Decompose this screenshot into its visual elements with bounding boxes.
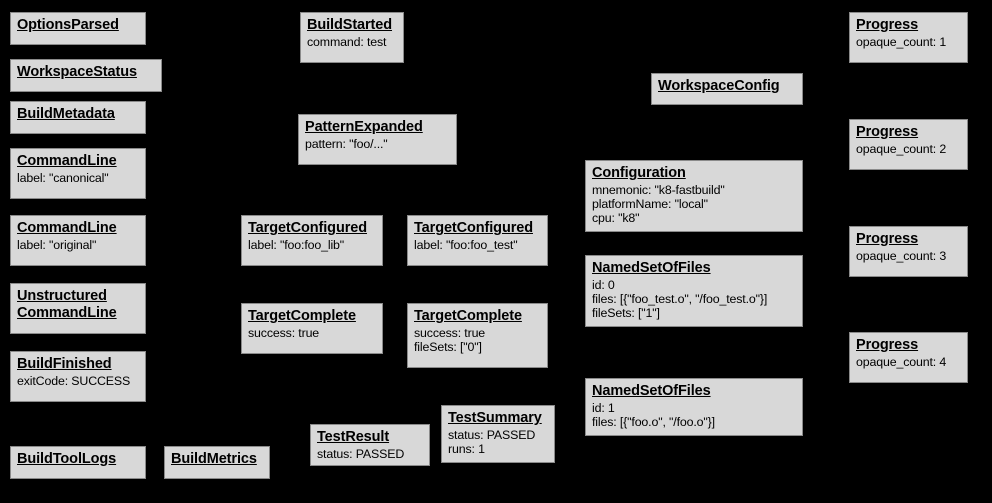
event-node-field: label: "original" [17, 237, 97, 252]
event-node-title: BuildToolLogs [17, 451, 117, 467]
event-node-workspace-config[interactable]: WorkspaceConfig [651, 73, 803, 105]
event-node-title: NamedSetOfFiles [592, 383, 711, 399]
event-node-title: WorkspaceStatus [17, 64, 137, 80]
event-node-title: TestResult [317, 429, 390, 445]
event-node-field: mnemonic: "k8-fastbuild" [592, 182, 725, 197]
event-node-field: opaque_count: 4 [856, 354, 947, 369]
event-node-field: command: test [307, 34, 387, 49]
event-node-field: exitCode: SUCCESS [17, 373, 131, 388]
event-node-field: platformName: "local" [592, 196, 708, 211]
event-node-title: TestSummary [448, 410, 542, 426]
event-node-title: TargetConfigured [414, 220, 533, 236]
event-node-field: id: 0 [592, 277, 615, 292]
event-node-build-metadata[interactable]: BuildMetadata [10, 101, 146, 134]
event-node-title: Progress [856, 124, 919, 140]
event-node-field: status: PASSED [317, 446, 405, 461]
event-node-field: opaque_count: 3 [856, 248, 947, 263]
event-node-title: Configuration [592, 165, 686, 181]
event-node-title: BuildMetadata [17, 106, 115, 122]
event-node-title: CommandLine [17, 153, 117, 169]
event-node-title: Progress [856, 231, 919, 247]
event-node-title: BuildFinished [17, 356, 112, 372]
event-node-build-tool-logs[interactable]: BuildToolLogs [10, 446, 146, 479]
event-node-options-parsed[interactable]: OptionsParsed [10, 12, 146, 45]
event-node-title: CommandLine [17, 220, 117, 236]
event-node-title: BuildStarted [307, 17, 393, 33]
event-node-title: WorkspaceConfig [658, 78, 780, 94]
event-node-title: Progress [856, 17, 919, 33]
event-node-title: TargetConfigured [248, 220, 367, 236]
event-node-field: opaque_count: 2 [856, 141, 947, 156]
event-node-field: label: "canonical" [17, 170, 109, 185]
event-node-build-metrics[interactable]: BuildMetrics [164, 446, 270, 479]
event-node-field: label: "foo:foo_lib" [248, 237, 345, 252]
event-node-title: PatternExpanded [305, 119, 423, 135]
event-node-field: id: 1 [592, 400, 615, 415]
event-node-title: BuildMetrics [171, 451, 257, 467]
event-node-title: OptionsParsed [17, 17, 119, 33]
event-node-title: TargetComplete [414, 308, 522, 324]
event-node-field: opaque_count: 1 [856, 34, 947, 49]
event-node-field: success: true [414, 325, 486, 340]
event-node-title: Unstructured CommandLine [17, 288, 117, 321]
event-node-field: success: true [248, 325, 320, 340]
event-node-field: pattern: "foo/..." [305, 136, 388, 151]
event-node-field: status: PASSED [448, 427, 536, 442]
event-node-field: fileSets: ["1"] [592, 305, 660, 320]
event-node-field: cpu: "k8" [592, 210, 640, 225]
event-node-field: label: "foo:foo_test" [414, 237, 518, 252]
event-node-title: NamedSetOfFiles [592, 260, 711, 276]
event-node-title: Progress [856, 337, 919, 353]
event-node-field: runs: 1 [448, 441, 485, 456]
event-node-unstructured-command-line[interactable]: Unstructured CommandLine [10, 283, 146, 334]
event-node-field: fileSets: ["0"] [414, 339, 482, 354]
event-node-workspace-status[interactable]: WorkspaceStatus [10, 59, 162, 92]
event-node-field: files: [{"foo.o", "/foo.o"}] [592, 414, 715, 429]
event-node-field: files: [{"foo_test.o", "/foo_test.o"}] [592, 291, 768, 306]
event-node-title: TargetComplete [248, 308, 356, 324]
